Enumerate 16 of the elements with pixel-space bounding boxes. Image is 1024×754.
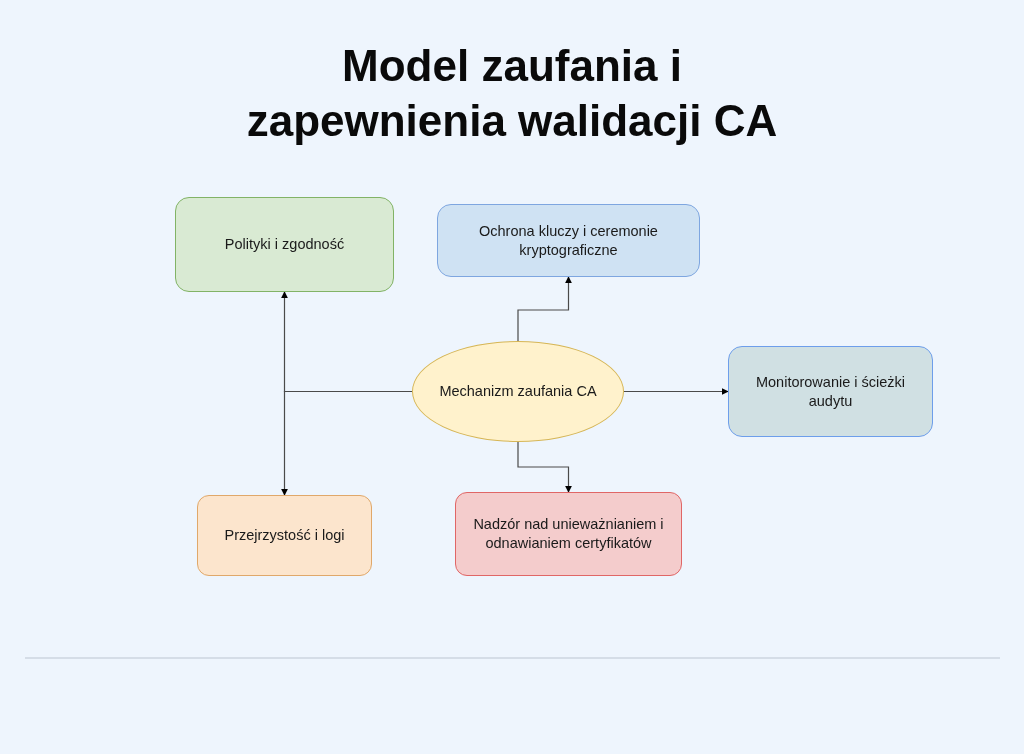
connector-arrow [623, 388, 729, 395]
process-box [728, 346, 933, 437]
process-box [197, 495, 372, 576]
node-label: Monitorowanie i ścieżki audytu [754, 372, 907, 411]
connector-arrow [517, 276, 572, 342]
node-label: Przejrzystość i logi [224, 526, 345, 545]
connector-arrow [517, 441, 572, 493]
process-box [455, 492, 682, 576]
process-box [437, 204, 700, 277]
connector-arrow [281, 390, 413, 496]
node-label: Ochrona kluczy i ceremonie kryptograficzne [478, 221, 659, 260]
node-label: Nadzór nad unieważnianiem i odnawianiem certyfikatów [472, 515, 665, 553]
process-box [175, 197, 394, 292]
node-label: Polityki i zgodność [224, 235, 345, 254]
diagram-title: Model zaufania i zapewnienia walidacji CA [245, 40, 779, 147]
node-label: Mechanizm zaufania CA [439, 382, 597, 401]
